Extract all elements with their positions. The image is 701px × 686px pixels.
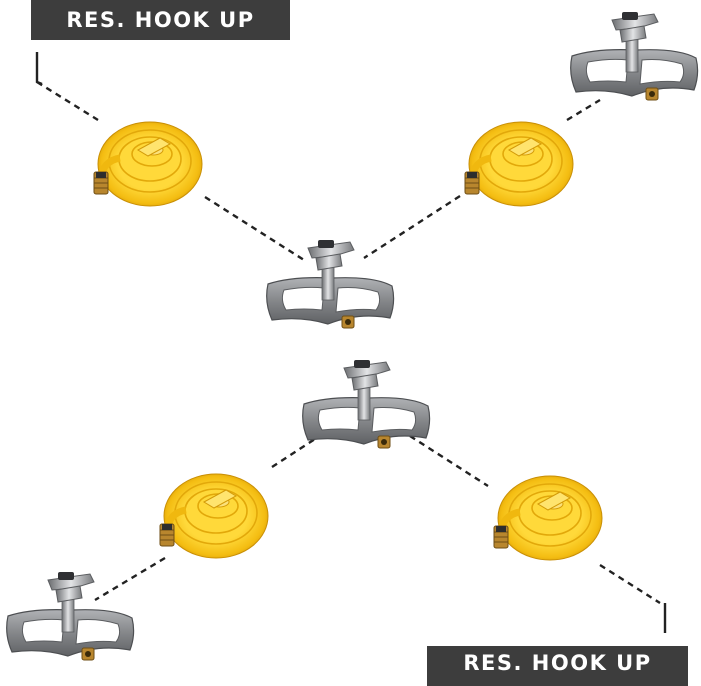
section-title-text: RES. HOOK UP xyxy=(463,651,652,675)
impact-sprinkler-icon xyxy=(302,359,431,449)
garden-hose-icon xyxy=(92,120,204,216)
connector-line xyxy=(599,563,661,605)
connector-line xyxy=(271,435,319,469)
connector-line xyxy=(363,194,461,260)
diagram-canvas: RES. HOOK UP RES. HOOK UP xyxy=(6,0,699,686)
impact-sprinkler-icon xyxy=(6,571,135,661)
connector-lines xyxy=(35,52,667,633)
connector-line xyxy=(36,80,99,122)
garden-hose-icon xyxy=(158,472,270,568)
impact-sprinkler-icon xyxy=(570,11,699,101)
connector-line xyxy=(94,556,166,602)
connector-line xyxy=(409,434,489,488)
section-title-bottom: RES. HOOK UP xyxy=(427,646,688,686)
garden-hose-icon xyxy=(463,120,575,216)
garden-hose-icon xyxy=(492,474,604,570)
connector-line xyxy=(35,52,43,86)
connector-line xyxy=(204,195,305,262)
section-title-top: RES. HOOK UP xyxy=(31,0,290,40)
section-title-text: RES. HOOK UP xyxy=(66,8,255,32)
impact-sprinkler-icon xyxy=(266,239,395,329)
